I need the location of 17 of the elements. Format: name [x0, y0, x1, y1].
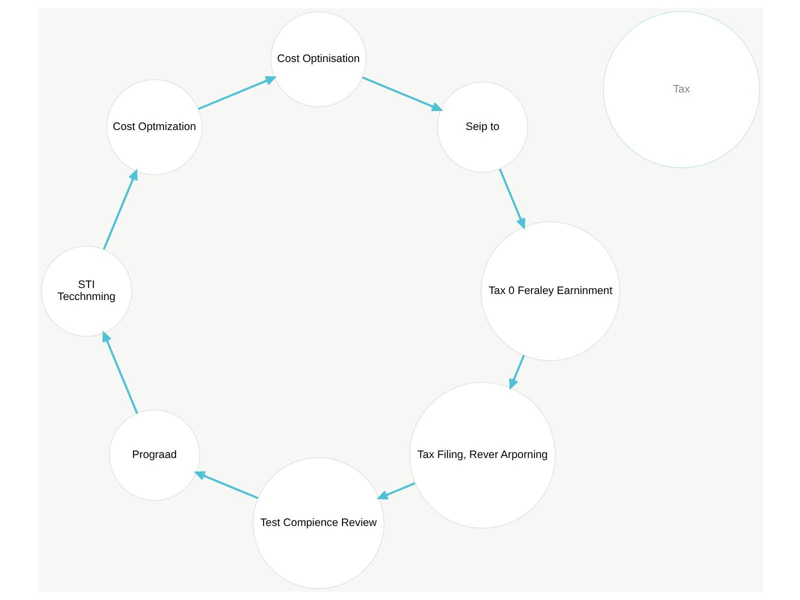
node-circle: Cost Optmization — [106, 79, 202, 176]
node-circle: Test Compience Review — [252, 457, 384, 590]
arrow — [362, 76, 442, 112]
node-circle: Prograad — [108, 410, 200, 501]
arrow — [508, 354, 524, 389]
node-circle: Tax 0 Feraley Earninment — [480, 221, 620, 362]
arrow — [377, 482, 415, 500]
arrow — [498, 168, 525, 228]
arrow — [198, 76, 275, 110]
arrow — [102, 170, 138, 250]
node-circle: Seip to — [436, 82, 528, 173]
arrow — [102, 332, 138, 414]
node-circle: STI Tecchnming — [40, 246, 132, 337]
arrow — [194, 471, 258, 500]
node-circle: Cost Optinisation — [270, 11, 366, 108]
node-circle: Tax Filing, Rever Arporning — [408, 382, 556, 529]
node-circle: Tax — [602, 11, 760, 168]
